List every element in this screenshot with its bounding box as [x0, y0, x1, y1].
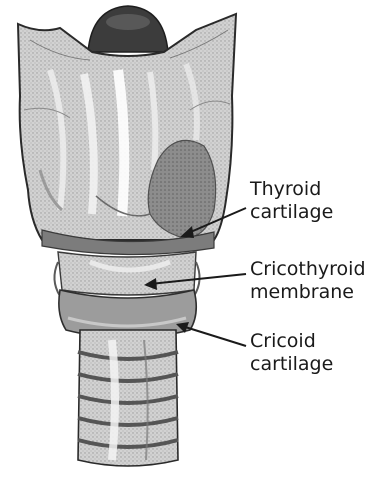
cricothyroid-membrane-shape — [58, 252, 196, 295]
thyroid-label-line2: cartilage — [250, 201, 333, 224]
cricoid-label-line1: Cricoid — [250, 330, 333, 353]
trachea-shape — [78, 330, 178, 466]
cricothyroid-membrane-label: Cricothyroid membrane — [250, 258, 366, 304]
cricoid-cartilage-label: Cricoid cartilage — [250, 330, 333, 376]
cricothyroid-label-line2: membrane — [250, 281, 366, 304]
cricoid-arrow — [176, 322, 246, 346]
cricoid-label-line2: cartilage — [250, 353, 333, 376]
thyroid-label-line1: Thyroid — [250, 178, 333, 201]
cricothyroid-label-line1: Cricothyroid — [250, 258, 366, 281]
thyroid-cartilage-label: Thyroid cartilage — [250, 178, 333, 224]
